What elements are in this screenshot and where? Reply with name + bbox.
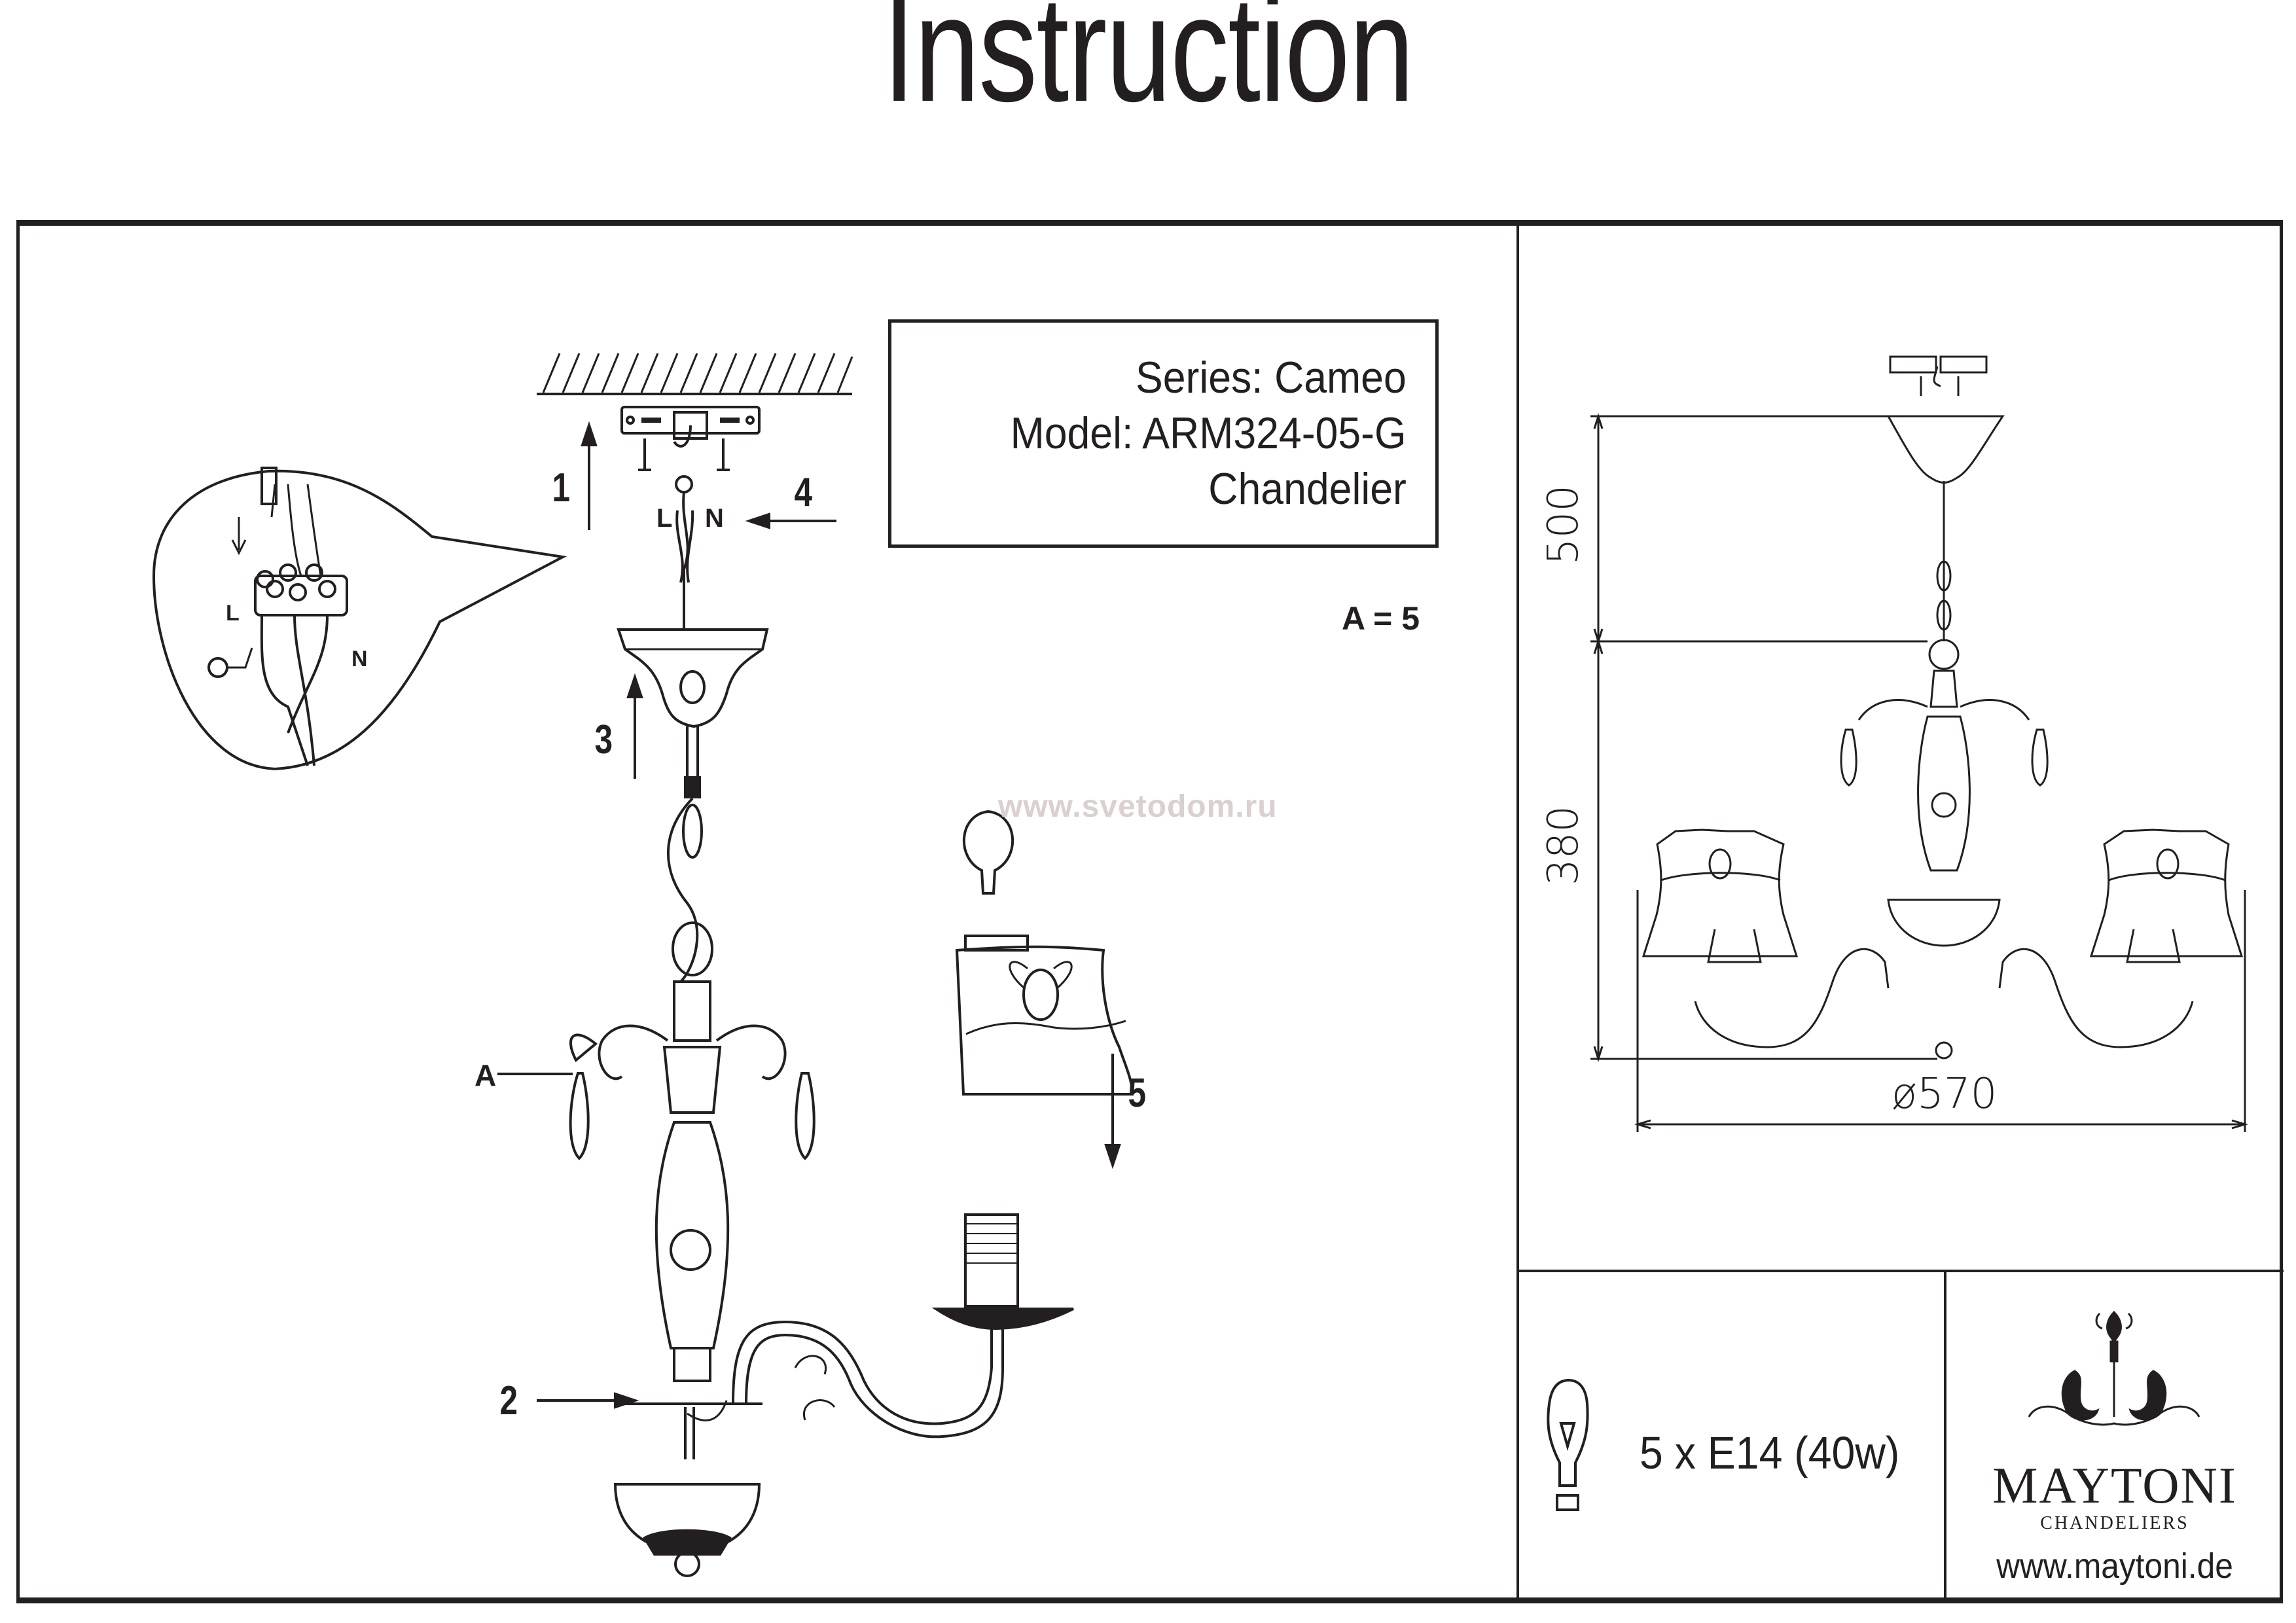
crystal-drop-a xyxy=(569,1072,590,1160)
lamp-spec: 5 x E14 (40w) xyxy=(1640,1427,1900,1478)
bulb-icon xyxy=(1547,1378,1589,1511)
page-title: Instruction xyxy=(882,0,1414,133)
bulb-drawing xyxy=(962,810,1014,895)
panel-divider-horizontal xyxy=(1516,1270,2284,1272)
maytoni-logo-icon xyxy=(2028,1310,2200,1426)
brand-name: MAYTONI xyxy=(1992,1457,2237,1514)
series-label: Series: Cameo xyxy=(1136,353,1407,402)
footer-divider xyxy=(1944,1270,1946,1603)
brand-subtitle: CHANDELIERS xyxy=(2040,1513,2189,1533)
wiring-inset xyxy=(152,467,567,771)
watermark: www.svetodom.ru xyxy=(998,789,1278,824)
step-3-label: 3 xyxy=(594,717,613,762)
parts-count-note: A = 5 xyxy=(1342,600,1420,637)
panel-divider-vertical xyxy=(1516,223,1519,1603)
step-5-label: 5 xyxy=(1128,1071,1147,1116)
model-label: Model: ARM324-05-G xyxy=(1010,408,1407,458)
step-1-label: 1 xyxy=(552,465,571,510)
step-2-label: 2 xyxy=(499,1378,518,1423)
dimension-chain-length: 500 xyxy=(1539,484,1588,565)
part-a-label: A xyxy=(475,1058,497,1092)
dimension-body-height: 380 xyxy=(1539,805,1588,886)
inset-neutral-label: N xyxy=(351,647,368,671)
wire-live-label: L xyxy=(656,504,673,533)
brand-url-link[interactable]: www.maytoni.de xyxy=(1996,1546,2233,1586)
instruction-frame xyxy=(16,220,2283,1603)
wire-neutral-label: N xyxy=(705,504,724,533)
mounting-bracket-icon xyxy=(620,406,761,471)
step-4-label: 4 xyxy=(794,470,813,515)
ceiling-hatch xyxy=(542,353,853,393)
product-type-label: Chandelier xyxy=(1208,464,1407,514)
screwdriver-icon xyxy=(270,484,276,518)
shade-ring xyxy=(964,935,1029,952)
product-info-box: Series: Cameo Model: ARM324-05-G Chandel… xyxy=(888,319,1439,548)
dimension-diameter: ø570 xyxy=(1892,1070,1998,1118)
inset-live-label: L xyxy=(226,601,240,626)
